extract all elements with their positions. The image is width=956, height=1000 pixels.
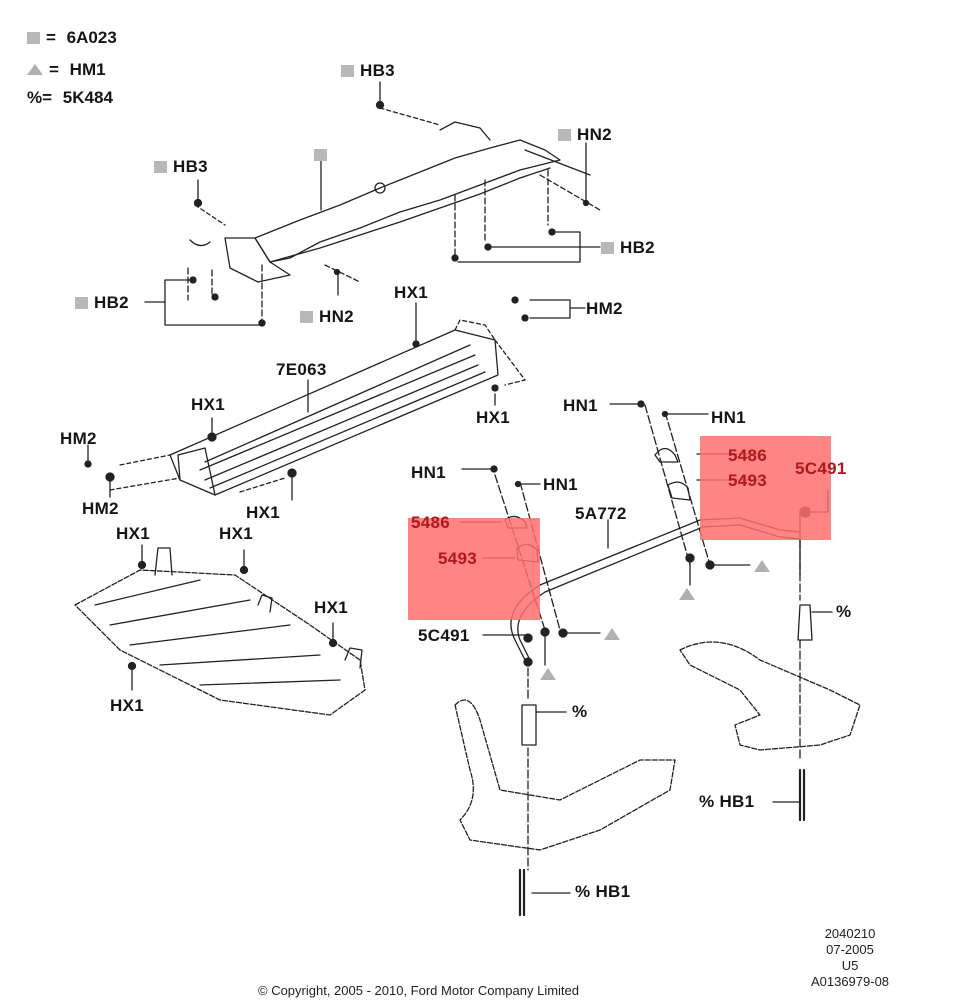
callout-5a772: 5A772 bbox=[575, 504, 627, 523]
highlight-left-bushing bbox=[408, 518, 540, 620]
callout-hx1-shield-b: HX1 bbox=[219, 524, 253, 543]
callout-hx1-shield-c: HX1 bbox=[314, 598, 348, 617]
callout-hb1-right: % HB1 bbox=[699, 792, 755, 811]
gray-square-icon bbox=[154, 161, 167, 173]
callout-hb2-left: HB2 bbox=[75, 294, 129, 312]
callout-hx1-shield-d: HX1 bbox=[110, 696, 144, 715]
callout-hm2-right: HM2 bbox=[586, 299, 623, 318]
illustration-date: 07-2005 bbox=[826, 942, 874, 957]
callout-hm2-left-top: HM2 bbox=[60, 429, 97, 448]
gray-square-icon bbox=[75, 297, 88, 309]
lower-control-arm-illustration bbox=[454, 641, 861, 851]
callout-hn2-bottom: HN2 bbox=[300, 308, 354, 326]
gray-square-icon bbox=[601, 242, 614, 254]
callout-hn1-a: HN1 bbox=[563, 396, 598, 415]
legend-code: HM1 bbox=[69, 60, 106, 79]
callout-5c491-left: 5C491 bbox=[418, 626, 470, 645]
callout-hb1-left: % HB1 bbox=[575, 882, 631, 901]
callout-hn1-b: HN1 bbox=[711, 408, 746, 427]
callout-hm2-left-bottom: HM2 bbox=[82, 499, 119, 518]
illustration-id: A0136979-08 bbox=[810, 974, 890, 989]
callout-percent-right: % bbox=[836, 602, 852, 621]
ref-number: 2040210 bbox=[824, 926, 876, 941]
copyright-notice: © Copyright, 2005 - 2010, Ford Motor Com… bbox=[258, 983, 580, 998]
callout-hx1-mid-right: HX1 bbox=[476, 408, 510, 427]
underbody-shield-illustration bbox=[74, 547, 366, 716]
callout-5486-left: 5486 bbox=[411, 513, 451, 532]
gray-square-icon bbox=[27, 32, 40, 44]
callout-5493-left: 5493 bbox=[438, 549, 478, 568]
crossmember-illustration bbox=[187, 107, 601, 321]
heat-shield-illustration bbox=[109, 319, 526, 496]
callout-hx1-top: HX1 bbox=[394, 283, 428, 302]
legend-code: 6A023 bbox=[66, 28, 117, 47]
callout-percent-left: % bbox=[572, 702, 588, 721]
callout-7e063: 7E063 bbox=[276, 360, 327, 379]
callout-5486-right: 5486 bbox=[728, 446, 768, 465]
highlight-right-bushing bbox=[700, 436, 831, 540]
gray-square-icon bbox=[341, 65, 354, 77]
callout-hn1-c: HN1 bbox=[411, 463, 446, 482]
legend-row-triangle: = HM1 bbox=[27, 60, 106, 80]
legend-row-percent: %= 5K484 bbox=[27, 88, 113, 107]
callout-hn2-right: HN2 bbox=[558, 126, 612, 144]
legend-row-square: = 6A023 bbox=[27, 28, 117, 48]
callout-hb3-left: HB3 bbox=[154, 158, 208, 176]
callout-hx1-mid-left: HX1 bbox=[191, 395, 225, 414]
gray-triangle-icon bbox=[27, 64, 43, 75]
gray-square-icon bbox=[314, 149, 327, 161]
callout-5c491-right: 5C491 bbox=[795, 459, 847, 478]
gray-square-icon bbox=[300, 311, 313, 323]
callout-hb2-right: HB2 bbox=[601, 239, 655, 257]
callout-5493-right: 5493 bbox=[728, 471, 768, 490]
legend-code: 5K484 bbox=[62, 88, 113, 107]
gray-square-icon bbox=[558, 129, 571, 141]
region-code: U5 bbox=[841, 958, 859, 973]
callout-hx1-shield-a: HX1 bbox=[116, 524, 150, 543]
percent-symbol: % bbox=[27, 88, 43, 107]
callout-hb3-top: HB3 bbox=[341, 62, 395, 80]
illustration-metadata: 2040210 07-2005 U5 A0136979-08 bbox=[790, 926, 910, 990]
callout-hn1-d: HN1 bbox=[543, 475, 578, 494]
callout-hx1-tank: HX1 bbox=[246, 503, 280, 522]
